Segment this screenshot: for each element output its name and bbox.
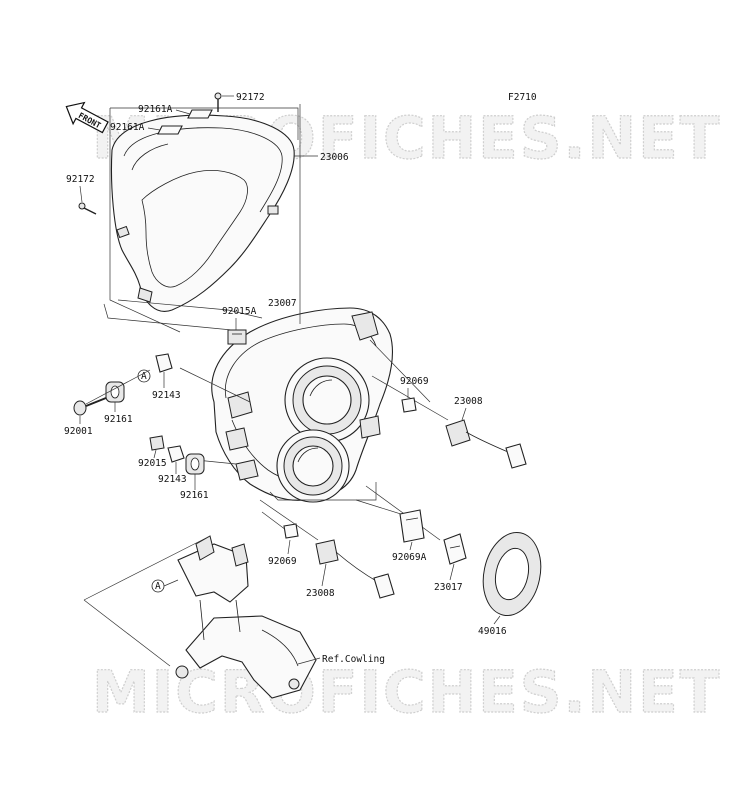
grommet-92161-b [185, 453, 205, 475]
cover-group-frame [109, 107, 299, 333]
ref-marker-a-upper: A [137, 369, 151, 383]
label-23017: 23017 [434, 582, 463, 593]
label-92143-b: 92143 [158, 474, 187, 485]
bolt-92001 [73, 397, 107, 416]
socket-23008-lower [315, 539, 395, 599]
headlight-unit-23007 [211, 307, 393, 503]
bulb-92069-lower [283, 523, 299, 539]
watermark-bottom: MICROFICHES.NET [92, 658, 721, 726]
cap-49016 [482, 532, 542, 616]
label-92172-top: 92172 [236, 92, 265, 103]
bulb-92069A [399, 509, 425, 543]
label-92172-left: 92172 [66, 174, 95, 185]
figure-code: F2710 [508, 92, 537, 103]
label-92015A: 92015A [222, 306, 257, 317]
label-23008-upper: 23008 [454, 396, 483, 407]
nut-92143-a [155, 353, 173, 373]
label-92069A: 92069A [392, 552, 427, 563]
clip-92015A [227, 329, 247, 345]
ref-marker-a-upper-label: A [141, 371, 147, 382]
pad-92161A-2 [157, 125, 183, 135]
label-ref-cowling: Ref.Cowling [322, 654, 385, 665]
bulb-92069-upper [401, 397, 417, 413]
label-23008-lower: 23008 [306, 588, 335, 599]
socket-23017 [443, 533, 467, 565]
label-23006: 23006 [320, 152, 349, 163]
headlight-stay-bracket [175, 535, 317, 699]
label-92069-upper: 92069 [400, 376, 429, 387]
label-92161A-2: 92161A [110, 122, 145, 133]
label-23007: 23007 [268, 298, 297, 309]
ref-marker-a-lower: A [151, 579, 165, 593]
pad-92161A-1 [187, 109, 213, 119]
label-92015: 92015 [138, 458, 167, 469]
label-92161A-1: 92161A [138, 104, 173, 115]
screw-92172-left [78, 202, 97, 215]
nut-92143-b [167, 445, 185, 463]
label-92069-lower: 92069 [268, 556, 297, 567]
screw-92172-top [214, 92, 222, 112]
ref-marker-a-lower-label: A [155, 581, 161, 592]
label-92161-a: 92161 [104, 414, 133, 425]
label-92001: 92001 [64, 426, 93, 437]
label-92161-b: 92161 [180, 490, 209, 501]
clip-92015 [149, 435, 165, 451]
inner-cover-23006 [110, 114, 295, 312]
front-arrow-icon: FRONT [65, 101, 109, 134]
label-92143-a: 92143 [152, 390, 181, 401]
socket-23008-upper [445, 419, 527, 469]
label-49016: 49016 [478, 626, 507, 637]
